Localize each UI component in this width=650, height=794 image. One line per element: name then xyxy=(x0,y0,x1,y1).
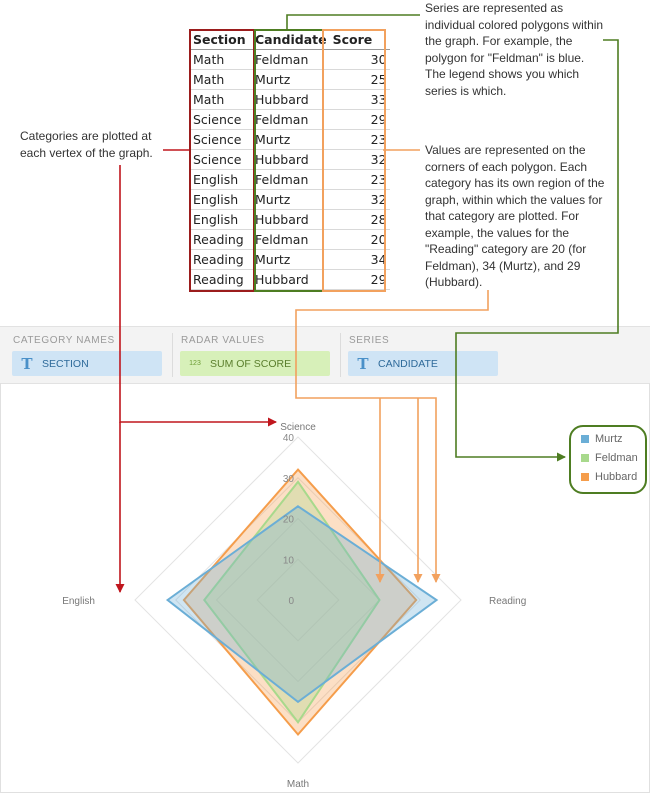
score-cell: 32 xyxy=(329,149,390,170)
series-well-title: SERIES xyxy=(349,335,390,346)
section-cell: Reading xyxy=(190,269,252,290)
chart-canvas xyxy=(0,383,650,793)
section-cell: Science xyxy=(190,109,252,130)
radar-values-well-title: RADAR VALUES xyxy=(181,335,265,346)
section-cell: Science xyxy=(190,129,252,150)
series-callout: Series are represented as individual col… xyxy=(425,1,604,98)
score-cell: 32 xyxy=(329,189,390,210)
candidate-field-label: CANDIDATE xyxy=(378,357,438,370)
section-field-label: SECTION xyxy=(42,357,89,370)
well-divider xyxy=(172,333,173,377)
section-cell: Science xyxy=(190,149,252,170)
table-header-row: Section Candidate Score xyxy=(190,30,390,50)
section-cell: Reading xyxy=(190,229,252,250)
score-field-label: SUM OF SCORE xyxy=(210,357,292,370)
legend-swatch xyxy=(581,473,589,481)
section-cell: Math xyxy=(190,89,252,110)
chart-legend: Murtz Feldman Hubbard xyxy=(569,425,647,494)
candidate-cell: Feldman xyxy=(252,169,330,190)
score-cell: 29 xyxy=(329,269,390,290)
section-cell: Math xyxy=(190,69,252,90)
candidate-cell: Hubbard xyxy=(252,89,330,110)
candidate-cell: Murtz xyxy=(252,129,330,150)
candidate-cell: Hubbard xyxy=(252,209,330,230)
legend-swatch xyxy=(581,454,589,462)
section-cell: English xyxy=(190,209,252,230)
category-names-well-title: CATEGORY NAMES xyxy=(13,335,115,346)
text-type-icon: T xyxy=(357,354,369,373)
section-cell: Reading xyxy=(190,249,252,270)
score-cell: 28 xyxy=(329,209,390,230)
section-field-pill[interactable]: T SECTION xyxy=(12,351,162,376)
score-cell: 20 xyxy=(329,229,390,250)
score-cell: 23 xyxy=(329,169,390,190)
number-type-icon: 123 xyxy=(189,360,201,367)
header-score: Score xyxy=(329,30,390,50)
candidate-cell: Murtz xyxy=(252,249,330,270)
score-cell: 30 xyxy=(329,49,390,70)
candidate-cell: Murtz xyxy=(252,189,330,210)
score-cell: 34 xyxy=(329,249,390,270)
header-candidate: Candidate xyxy=(252,30,330,50)
legend-item[interactable]: Murtz xyxy=(581,433,623,445)
categories-callout: Categories are plotted at each vertex of… xyxy=(20,129,153,160)
well-divider xyxy=(340,333,341,377)
score-cell: 33 xyxy=(329,89,390,110)
legend-item[interactable]: Feldman xyxy=(581,452,638,464)
legend-item[interactable]: Hubbard xyxy=(581,471,637,483)
field-wells-bar: CATEGORY NAMES T SECTION RADAR VALUES 12… xyxy=(0,326,650,384)
legend-label: Feldman xyxy=(595,452,638,464)
candidate-cell: Feldman xyxy=(252,109,330,130)
score-cell: 29 xyxy=(329,109,390,130)
candidate-cell: Murtz xyxy=(252,69,330,90)
candidate-cell: Feldman xyxy=(252,49,330,70)
values-callout: Values are represented on the corners of… xyxy=(425,143,605,289)
series-connector-line xyxy=(286,14,420,30)
candidate-field-pill[interactable]: T CANDIDATE xyxy=(348,351,498,376)
section-cell: English xyxy=(190,189,252,210)
legend-label: Hubbard xyxy=(595,471,638,483)
score-field-pill[interactable]: 123 SUM OF SCORE xyxy=(180,351,330,376)
legend-swatch xyxy=(581,435,589,443)
candidate-cell: Feldman xyxy=(252,229,330,250)
legend-label: Murtz xyxy=(595,433,623,445)
section-cell: English xyxy=(190,169,252,190)
candidate-cell: Hubbard xyxy=(252,149,330,170)
text-type-icon: T xyxy=(21,354,33,373)
score-cell: 23 xyxy=(329,129,390,150)
candidate-cell: Hubbard xyxy=(252,269,330,290)
header-section: Section xyxy=(190,30,252,50)
score-cell: 25 xyxy=(329,69,390,90)
section-cell: Math xyxy=(190,49,252,70)
